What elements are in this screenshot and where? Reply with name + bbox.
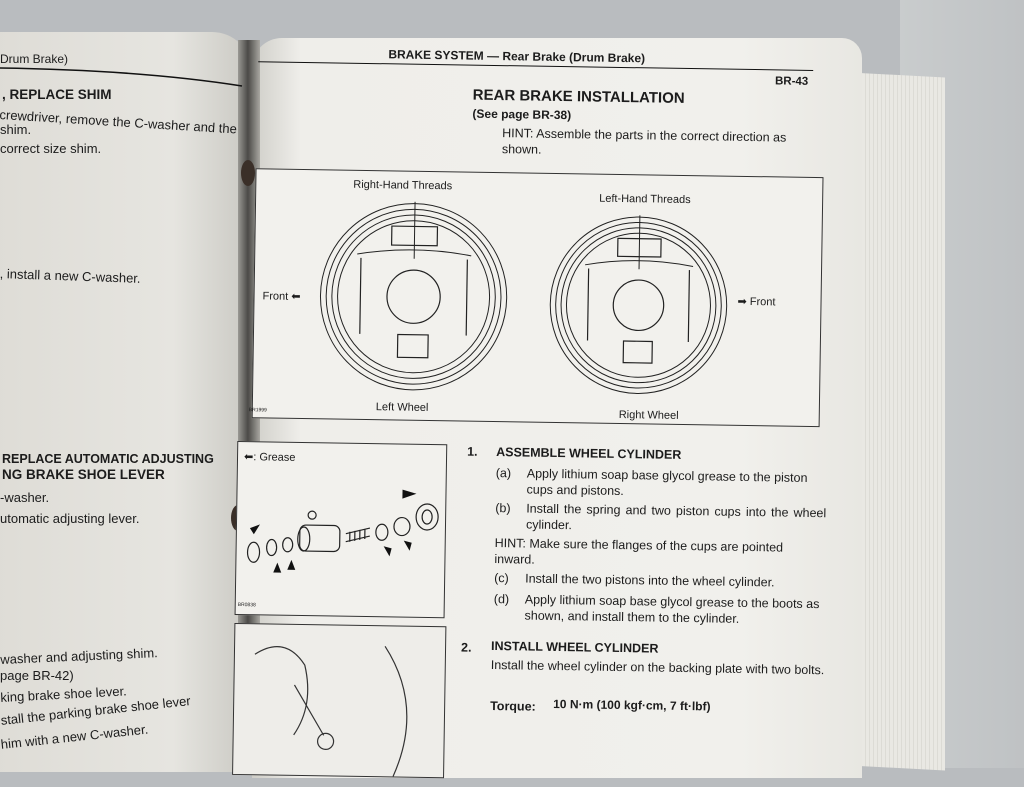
step1c-text: Install the two pistons into the wheel c… [525,571,775,590]
grease-legend: ⬅: Grease [244,450,296,464]
drum-ring [549,216,728,394]
step1b-text: Install the spring and two piston cups i… [525,501,827,533]
torque-label: Torque: [490,698,536,714]
step-label: (b) [495,501,511,516]
text-line: shim. [0,122,32,137]
binding-hole [241,160,255,186]
grease-arrow-icon: ⬅ [243,451,254,464]
label-front-right: ➡ Front [737,295,775,309]
step-label: (c) [494,571,509,586]
brake-shoe [586,268,691,343]
drum-ring [319,203,508,391]
text-line: utomatic adjusting lever. [0,511,140,526]
page-number: BR-43 [774,75,809,88]
right-wheel-drum-diagram [549,213,728,394]
figure-code: BR1999 [248,407,267,414]
label-right-wheel: Right Wheel [618,408,679,422]
anchor-block [396,333,429,359]
label-right-hand-threads: Right-Hand Threads [353,178,453,193]
drum-ring [325,208,502,385]
label-left-wheel: Left Wheel [375,401,429,414]
figure-wheel-cylinder: ⬅: Grease BR0838 [234,440,448,619]
drum-ring [555,221,722,389]
left-page [0,32,252,772]
step-label: (d) [493,592,510,607]
front-text: Front [749,296,776,309]
wheel-cylinder-exploded-diagram [246,489,439,573]
torque-value: 10 N·m (100 kgf·cm, 7 ft·lbf) [553,696,711,714]
step1a-text: Apply lithium soap base glycol grease to… [526,466,808,499]
arrow-right-icon: ➡ [737,295,747,308]
label-left-hand-threads: Left-Hand Threads [599,192,691,207]
section-title: , REPLACE SHIM [2,87,112,102]
hub [386,269,441,324]
hint-text: HINT: Assemble the parts in the correct … [501,126,787,157]
drum-ring [331,214,496,379]
arrow-left-icon: ⬅ [291,290,301,303]
text-line: correct size shim. [0,141,102,156]
drum-ring [565,232,711,378]
step1-number: 1. [467,444,478,459]
step2-number: 2. [460,640,472,655]
step-label: (a) [495,466,512,481]
legend-text: : Grease [253,451,296,464]
see-page-link[interactable]: (See page BR-38) [472,106,572,123]
anchor-block [622,340,653,364]
drum-ring [337,220,491,374]
step2-title: INSTALL WHEEL CYLINDER [490,638,659,656]
figure-drum-brakes: Right-Hand Threads Left-Hand Threads Fro… [248,168,824,428]
page-header: BRAKE SYSTEM — Rear Brake (Drum Brake) [388,47,645,65]
brake-shoe [359,257,468,336]
label-front-left: Front ⬅ [262,289,300,303]
leader-line [413,200,416,259]
figure-code: BR0838 [237,602,256,609]
step1-hint: HINT: Make sure the flanges of the cups … [494,536,784,567]
step1-title: ASSEMBLE WHEEL CYLINDER [496,445,682,462]
text-line: -washer. [0,490,50,505]
header-rule [0,67,243,87]
left-wheel-drum-diagram [319,200,508,391]
step1d-text: Apply lithium soap base glycol grease to… [524,592,820,626]
step2-text: Install the wheel cylinder on the backin… [490,657,825,678]
drum-ring [560,227,717,384]
text-line: page BR-42) [0,668,74,683]
section-title: REPLACE AUTOMATIC ADJUSTING [2,452,214,466]
hub [612,279,665,332]
figure-install-cylinder [232,622,447,779]
header-text: BRAKE SYSTEM — Rear Brake (Drum Brake) [388,47,646,66]
leader-line [638,213,641,270]
left-header: Drum Brake) [0,52,69,66]
front-text: Front [262,290,289,303]
install-cylinder-diagram [254,645,408,777]
page-title: REAR BRAKE INSTALLATION [472,86,685,107]
section-title: NG BRAKE SHOE LEVER [2,467,165,482]
